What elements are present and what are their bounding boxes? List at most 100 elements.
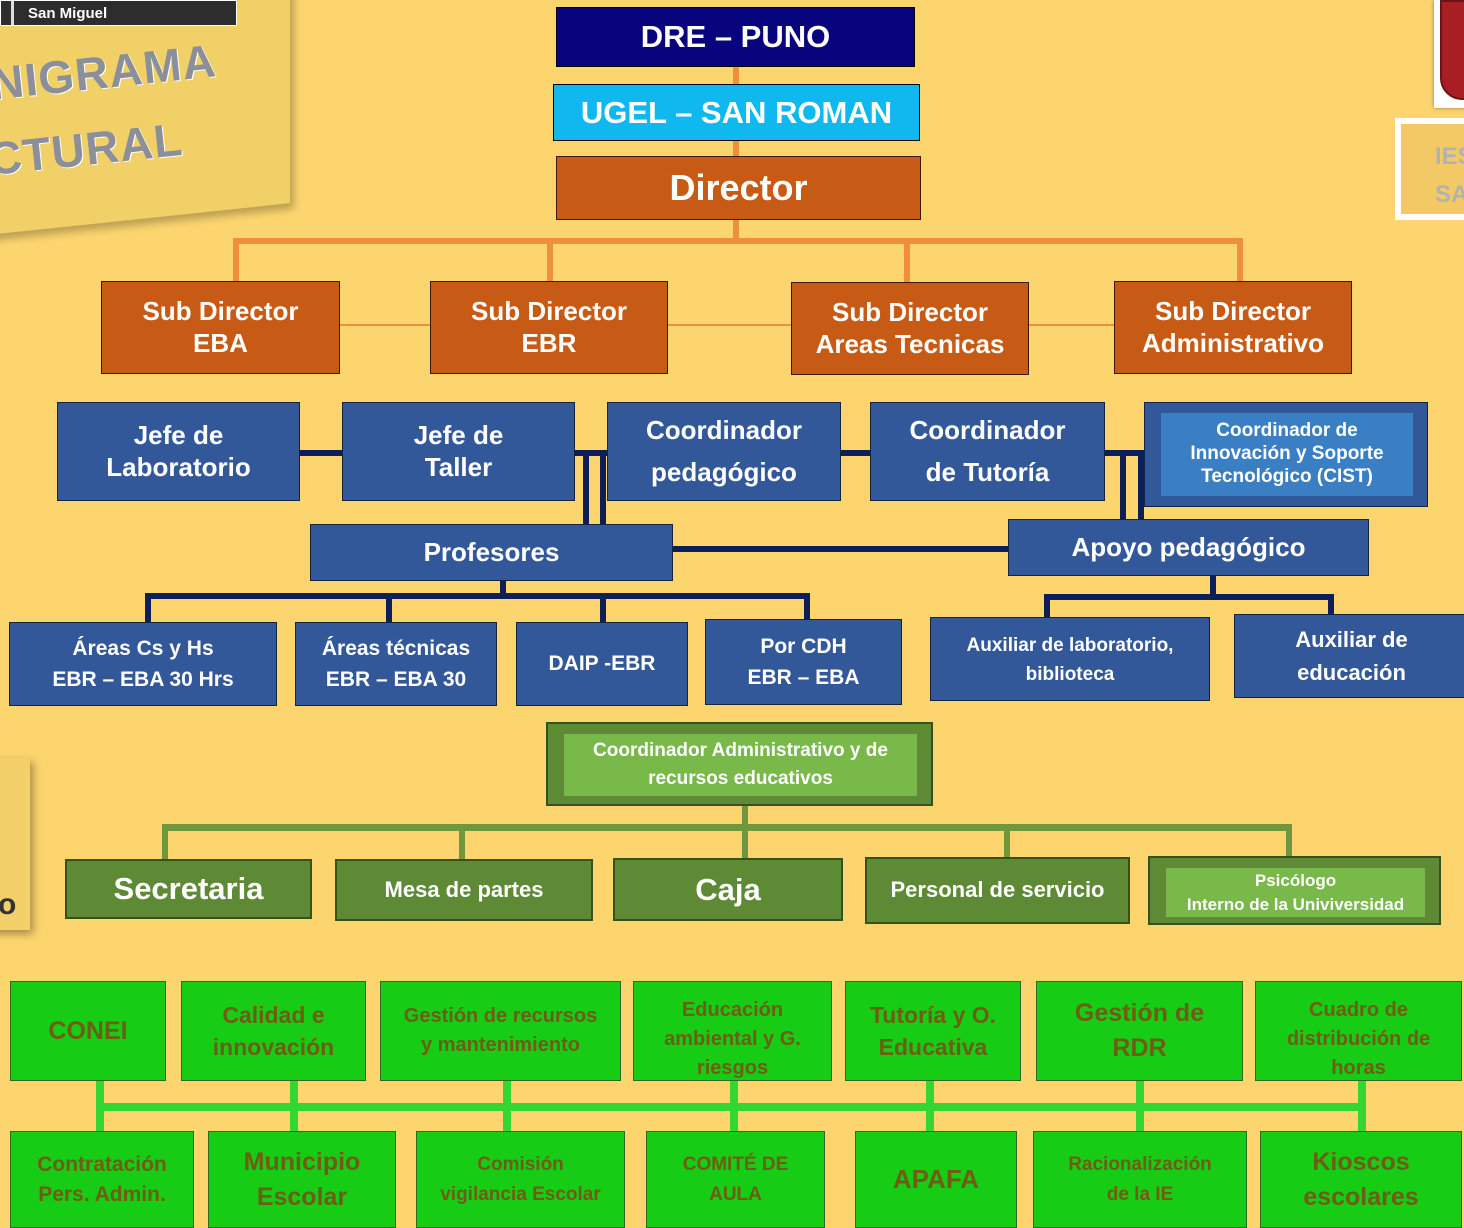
connector: [1328, 594, 1334, 614]
node-line: Áreas Cs y Hs: [72, 636, 214, 660]
node-line: Contratación: [37, 1153, 167, 1177]
node-psicologo: Psicólogo Interno de la Univiversidad: [1148, 856, 1441, 925]
node-line: biblioteca: [1025, 663, 1115, 685]
node-line: DAIP -EBR: [548, 652, 656, 676]
node-area: DAIP -EBR: [516, 622, 688, 706]
node-cist-inner: Coordinador de Innovación y Soporte Tecn…: [1161, 413, 1413, 496]
connector: [730, 1080, 738, 1132]
node-line: y mantenimiento: [421, 1034, 580, 1056]
ies-line2: SA: [1435, 181, 1464, 208]
node-line: APAFA: [892, 1163, 980, 1194]
node-line: horas: [1331, 1057, 1386, 1079]
node-line: Educación: [681, 999, 784, 1021]
node-line: Racionalización: [1068, 1154, 1212, 1176]
node-line: EBA: [193, 327, 248, 358]
node-line: Municipio: [243, 1147, 361, 1176]
node-line: Por CDH: [760, 634, 847, 658]
connector: [600, 593, 606, 623]
ies-tag: IES SA: [1395, 118, 1464, 220]
connector: [733, 140, 739, 157]
node-line: Auxiliar de: [1295, 627, 1408, 652]
side-fragment: o: [0, 888, 17, 921]
ies-line1: IES: [1435, 143, 1464, 170]
node-line: Taller: [424, 451, 493, 482]
node-line: Tecnológico (CIST): [1201, 465, 1373, 487]
connector: [1286, 824, 1292, 858]
node-committee: Gestión de recursos y mantenimiento: [380, 981, 621, 1081]
connector: [547, 238, 553, 282]
crest-icon: [1440, 0, 1464, 100]
strip-text: San Miguel: [28, 4, 108, 22]
node-committee: Calidad e innovación: [181, 981, 366, 1081]
node-line: Sub Director: [142, 296, 299, 327]
connector: [583, 452, 589, 524]
node-coordinator: Coordinador pedagógico: [607, 402, 841, 501]
node-line: Gestión de: [1074, 999, 1205, 1027]
connector: [733, 220, 739, 242]
node-line: riesgos: [696, 1057, 769, 1079]
node-psicologo-inner: Psicólogo Interno de la Univiversidad: [1166, 868, 1425, 917]
connector: [1044, 594, 1334, 600]
connector: [340, 324, 430, 326]
connector: [233, 238, 239, 282]
node-line: pedagógico: [651, 456, 797, 487]
node-line: EBR – EBA 30 Hrs: [52, 668, 234, 691]
node-line: Coordinador: [646, 414, 802, 445]
connector: [1358, 1080, 1366, 1132]
node-line: Gestión de recursos: [403, 1005, 598, 1027]
node-committee: Educación ambiental y G. riesgos: [633, 981, 832, 1081]
connector: [1004, 824, 1010, 858]
side-panel: o: [0, 758, 30, 930]
node-line: EBR – EBA: [747, 666, 860, 689]
node-mesa-de-partes: Mesa de partes: [335, 859, 593, 921]
node-line: EBR – EBA 30: [325, 668, 467, 691]
connector: [290, 1080, 298, 1132]
node-line: recursos educativos: [648, 768, 833, 789]
node-line: de la IE: [1106, 1183, 1174, 1205]
node-line: Auxiliar de laboratorio,: [966, 635, 1174, 656]
connector: [386, 593, 392, 623]
connector: [1136, 1080, 1144, 1132]
node-line: Interno de la Univiversidad: [1186, 894, 1405, 914]
node-line: ambiental y G.: [664, 1028, 801, 1050]
node-line: AULA: [709, 1183, 762, 1205]
node-line: Cuadro de: [1309, 999, 1408, 1021]
connector: [926, 1080, 934, 1132]
connector: [299, 450, 343, 456]
connector: [500, 580, 506, 596]
node-committee: CONEI: [10, 981, 166, 1081]
node-area: Por CDH EBR – EBA: [705, 619, 902, 705]
connector: [574, 450, 608, 456]
node-admin-coordinator: Coordinador Administrativo y de recursos…: [546, 722, 933, 806]
connector: [668, 324, 792, 326]
node-auxiliar: Auxiliar de laboratorio, biblioteca: [930, 617, 1210, 701]
connector: [672, 546, 1008, 552]
node-line: Coordinador: [909, 414, 1066, 445]
connector: [145, 593, 151, 623]
node-line: Jefe de: [413, 420, 504, 451]
node-line: Calidad e: [222, 1001, 325, 1028]
node-line: Sub Director: [1154, 296, 1312, 327]
node-line: Laboratorio: [106, 451, 251, 482]
connector: [1120, 452, 1126, 520]
node-apoyo: Apoyo pedagógico: [1008, 519, 1369, 576]
node-line: innovación: [212, 1034, 335, 1060]
node-cist: Coordinador de Innovación y Soporte Tecn…: [1144, 402, 1428, 507]
node-admin-coordinator-inner: Coordinador Administrativo y de recursos…: [564, 734, 917, 796]
node-caja: Caja: [613, 858, 843, 921]
connector: [742, 805, 748, 860]
node-line: Kioscos: [1312, 1147, 1410, 1176]
connector: [503, 1080, 511, 1132]
connector: [459, 824, 465, 860]
node-line: Sub Director: [831, 297, 989, 328]
connector: [733, 66, 739, 86]
